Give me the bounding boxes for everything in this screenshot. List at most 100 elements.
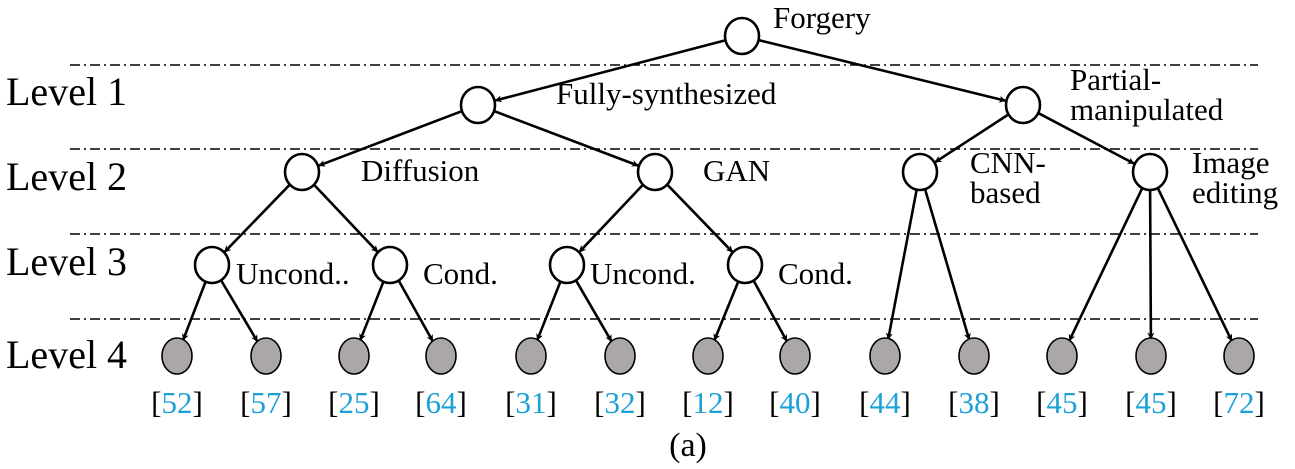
level-label-2: Level 2 — [6, 154, 127, 199]
edge-image-to-leaf — [1156, 186, 1233, 342]
ref-close-bracket: ] — [811, 385, 821, 420]
leaf-reference: [45] — [1125, 385, 1177, 420]
ref-number: 72 — [1224, 385, 1255, 420]
node-label-fully: Fully-synthesized — [556, 76, 777, 111]
node-label-diffusion: Diffusion — [361, 153, 480, 188]
node-gan — [636, 152, 674, 192]
ref-close-bracket: ] — [457, 385, 467, 420]
reference-labels: [52][57][25][64][31][32][12][40][44][38]… — [151, 385, 1265, 420]
node-label-line: Uncond. — [590, 256, 696, 291]
node-gan_uncond — [548, 245, 586, 285]
ref-number: 44 — [870, 385, 902, 420]
leaf-node — [338, 337, 370, 375]
leaf-reference: [38] — [948, 385, 1000, 420]
leaf-nodes — [161, 337, 1255, 375]
leaf-node — [869, 337, 901, 375]
ref-close-bracket: ] — [282, 385, 292, 420]
ref-open-bracket: [ — [151, 385, 161, 420]
ref-close-bracket: ] — [636, 385, 646, 420]
ref-number: 12 — [693, 385, 724, 420]
ref-close-bracket: ] — [901, 385, 911, 420]
leaf-node — [1046, 337, 1078, 375]
node-partial — [1004, 85, 1042, 125]
ref-number: 32 — [605, 385, 636, 420]
edge-fully-to-gan — [493, 109, 639, 167]
node-label-gan_cond: Cond. — [778, 256, 853, 291]
leaf-node — [692, 337, 724, 375]
leaf-reference: [64] — [415, 385, 467, 420]
leaf-reference: [72] — [1213, 385, 1265, 420]
node-label-partial: Partial-manipulated — [1070, 62, 1224, 127]
level-labels: Level 1 Level 2 Level 3 Level 4 — [6, 69, 127, 377]
figure-caption: (a) — [669, 427, 707, 464]
ref-number: 31 — [516, 385, 547, 420]
node-label-line: manipulated — [1070, 92, 1224, 127]
ref-close-bracket: ] — [724, 385, 734, 420]
node-label-line: Cond. — [778, 256, 853, 291]
edge-diffusion-to-diff_uncond — [223, 183, 292, 253]
ref-open-bracket: [ — [859, 385, 869, 420]
node-label-gan_uncond: Uncond. — [590, 256, 696, 291]
node-diff_cond — [371, 245, 409, 285]
ref-open-bracket: [ — [1213, 385, 1223, 420]
edge-cnn-to-leaf — [923, 187, 971, 341]
node-label-line: Image — [1192, 145, 1269, 180]
leaf-node — [604, 337, 636, 375]
leaf-reference: [57] — [240, 385, 292, 420]
edge-gan_uncond-to-leaf — [536, 280, 562, 341]
level-label-1: Level 1 — [6, 69, 127, 114]
tree-nodes — [193, 16, 1169, 285]
leaf-node — [515, 337, 547, 375]
node-cnn — [901, 152, 939, 192]
ref-open-bracket: [ — [1125, 385, 1135, 420]
edge-diff_cond-to-leaf — [397, 279, 434, 342]
ref-close-bracket: ] — [1167, 385, 1177, 420]
node-label-line: based — [970, 175, 1041, 210]
edge-gan-to-gan_cond — [665, 183, 734, 253]
ref-number: 45 — [1047, 385, 1078, 420]
ref-open-bracket: [ — [594, 385, 604, 420]
leaf-node — [1135, 337, 1167, 375]
ref-close-bracket: ] — [193, 385, 203, 420]
ref-open-bracket: [ — [1036, 385, 1046, 420]
leaf-reference: [25] — [328, 385, 380, 420]
ref-number: 52 — [162, 385, 193, 420]
leaf-reference: [52] — [151, 385, 203, 420]
ref-number: 45 — [1136, 385, 1167, 420]
ref-open-bracket: [ — [948, 385, 958, 420]
ref-open-bracket: [ — [505, 385, 515, 420]
node-label-line: Partial- — [1070, 62, 1161, 97]
edge-partial-to-cnn — [934, 113, 1010, 164]
ref-close-bracket: ] — [1078, 385, 1088, 420]
node-image — [1131, 152, 1169, 192]
ref-open-bracket: [ — [415, 385, 425, 420]
edge-image-to-leaf — [1068, 186, 1144, 342]
ref-number: 57 — [251, 385, 282, 420]
edge-image-to-leaf — [1147, 188, 1155, 340]
node-label-line: GAN — [703, 153, 770, 188]
leaf-node — [1223, 337, 1255, 375]
edge-gan_cond-to-leaf — [752, 279, 788, 342]
level-label-4: Level 4 — [6, 332, 127, 377]
node-label-line: CNN- — [970, 145, 1046, 180]
node-fully — [459, 85, 497, 125]
leaf-reference: [31] — [505, 385, 557, 420]
edge-diff_cond-to-leaf — [359, 280, 385, 341]
leaf-node — [161, 337, 193, 375]
edge-gan_uncond-to-leaf — [574, 279, 613, 342]
level-label-3: Level 3 — [6, 239, 127, 284]
node-root — [723, 16, 761, 56]
node-diffusion — [283, 152, 321, 192]
node-gan_cond — [726, 245, 764, 285]
ref-open-bracket: [ — [328, 385, 338, 420]
ref-open-bracket: [ — [682, 385, 692, 420]
edge-partial-to-image — [1037, 111, 1135, 165]
ref-number: 38 — [959, 385, 990, 420]
node-label-line: Forgery — [773, 0, 871, 35]
edge-root-to-fully — [494, 39, 726, 103]
ref-number: 64 — [426, 385, 458, 420]
edge-fully-to-diffusion — [318, 109, 463, 167]
tree-edges — [181, 38, 1233, 343]
leaf-reference: [12] — [682, 385, 734, 420]
